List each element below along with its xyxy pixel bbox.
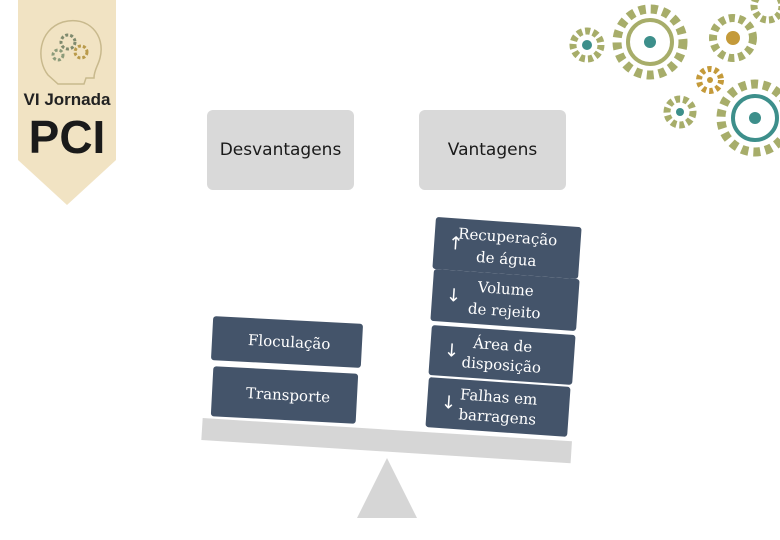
arrow-down-icon: ↓ <box>445 284 462 307</box>
gear-icon <box>663 95 697 129</box>
logo-line1: VI Jornada <box>24 90 111 109</box>
logo-line2: PCI <box>29 111 106 163</box>
advantage-block: ↓ Falhas em barragens <box>425 377 571 437</box>
disadvantage-label: Floculação <box>247 330 331 354</box>
arrow-up-icon: ↑ <box>447 232 464 255</box>
advantages-header: Vantagens <box>419 110 566 190</box>
arrow-down-icon: ↓ <box>443 339 460 362</box>
disadvantage-block: Floculação <box>210 316 364 368</box>
gear-icon <box>750 0 780 24</box>
advantage-block: ↓ Volume de rejeito <box>430 268 580 332</box>
balance-fulcrum <box>357 458 417 518</box>
advantage-block: ↓ Área de disposição <box>428 325 576 385</box>
gear-icon <box>716 79 780 157</box>
event-logo: VI Jornada PCI <box>18 0 116 205</box>
gears-decoration <box>565 0 780 165</box>
disadvantage-block: Transporte <box>210 366 359 424</box>
disadvantage-label: Transporte <box>245 383 331 407</box>
disadvantages-header: Desvantagens <box>207 110 354 190</box>
arrow-down-icon: ↓ <box>440 392 457 415</box>
gear-icon <box>696 66 724 94</box>
gear-icon <box>709 14 757 62</box>
gear-icon <box>612 4 688 80</box>
gear-icon <box>569 27 605 63</box>
logo-banner-graphic: VI Jornada PCI <box>18 0 116 205</box>
